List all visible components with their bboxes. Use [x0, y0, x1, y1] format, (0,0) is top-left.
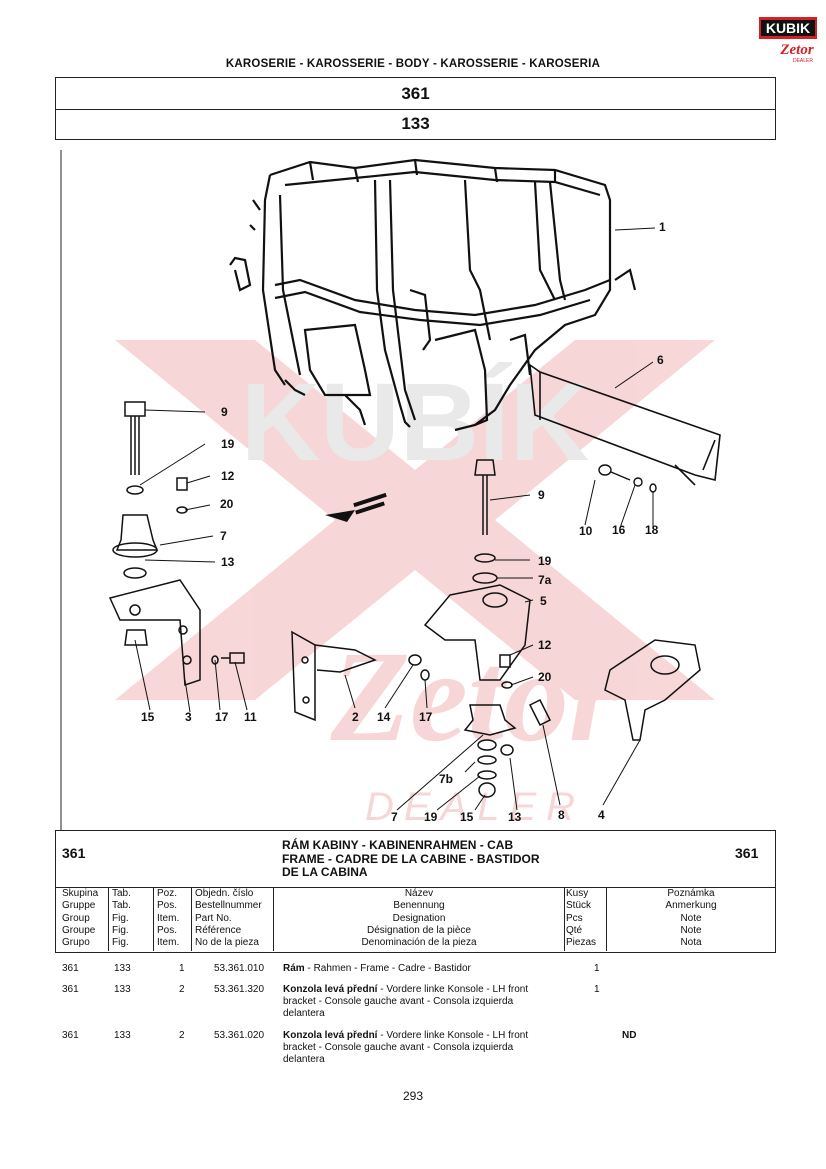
table-title-line-2: FRAME - CADRE DE LA CABINE - BASTIDOR [282, 851, 540, 866]
callout-15b: 15 [460, 810, 474, 824]
logo-dealer: DEALER [793, 58, 813, 64]
watermark-dealer: DEALER [365, 785, 585, 829]
callout-9a: 9 [221, 405, 228, 419]
callout-16: 16 [612, 523, 626, 537]
cab-frame-drawing [229, 158, 637, 432]
callout-13a: 13 [221, 555, 235, 569]
section-title: KAROSERIE - KAROSSERIE - BODY - KAROSSER… [225, 58, 601, 70]
callout-17a: 17 [215, 710, 229, 724]
col-header-poz: Poz.Pos.Item.Pos.Item. [157, 888, 180, 949]
callout-18: 18 [645, 523, 659, 537]
col-header-tab: Tab.Tab.Fig.Fig.Fig. [112, 888, 131, 949]
watermark: KUBÍK Zetor DEALER [115, 340, 715, 829]
exploded-diagram: KUBÍK Zetor DEALER [55, 140, 774, 830]
callout-8: 8 [558, 808, 565, 822]
small-bolt-drawing [598, 464, 657, 493]
col-sep [108, 888, 109, 951]
left-mount-drawing [108, 401, 245, 687]
table-group-left: 361 [62, 845, 86, 861]
callout-12b: 12 [538, 638, 552, 652]
table-group-right: 361 [735, 845, 759, 861]
callout-14: 14 [377, 710, 391, 724]
callout-13b: 13 [508, 810, 522, 824]
callout-7a: 7 [220, 529, 227, 543]
callout-2: 2 [352, 710, 359, 724]
col-sep [606, 888, 607, 951]
callout-11: 11 [244, 710, 257, 724]
logo-zetor: Zetor [779, 42, 813, 58]
table-title-line-1: RÁM KABINY - KABINENRAHMEN - CAB [282, 838, 514, 852]
callout-7b: 7b [439, 772, 453, 786]
watermark-zetor: Zetor [330, 625, 621, 769]
center-mount-drawing [408, 459, 552, 798]
table-header-divider [55, 887, 776, 888]
callout-19b: 19 [538, 554, 552, 568]
page-number: 293 [402, 1089, 424, 1103]
figure-number: 133 [55, 108, 776, 140]
col-sep [153, 888, 154, 951]
callout-labels: 1 6 9 19 12 20 7 13 10 16 18 9 19 7a 5 1… [141, 220, 666, 824]
table-title-line-3: DE LA CABINA [282, 865, 368, 879]
callout-4: 4 [598, 808, 605, 822]
callout-7c: 7 [391, 810, 398, 824]
callout-9b: 9 [538, 488, 545, 502]
watermark-kubik: KUBÍK [241, 361, 589, 484]
col-sep [564, 888, 565, 951]
col-sep [191, 888, 192, 951]
callout-7a-label: 7a [538, 573, 552, 587]
kubik-zetor-logo: KUBIK Zetor DEALER [757, 14, 819, 64]
table-row: 361 133 2 53.361.020 Konzola levá přední… [62, 1030, 637, 1065]
callout-12a: 12 [221, 469, 235, 483]
cross-member-drawing [529, 363, 721, 486]
callout-20b: 20 [538, 670, 552, 684]
callout-19c: 19 [424, 810, 438, 824]
callout-6: 6 [657, 353, 664, 367]
callout-19a: 19 [221, 437, 235, 451]
table-row: 361 133 1 53.361.010 Rám - Rahmen - Fram… [62, 963, 600, 974]
table-row: 361 133 2 53.361.320 Konzola levá přední… [62, 984, 600, 1019]
callout-5: 5 [540, 594, 547, 608]
callout-3: 3 [185, 710, 192, 724]
callout-10: 10 [579, 524, 593, 538]
group-number: 361 [55, 77, 776, 110]
bracket-2-drawing [291, 630, 377, 722]
table-title: RÁM KABINY - KABINENRAHMEN - CAB FRAME -… [282, 838, 540, 880]
logo-text: KUBIK [766, 20, 810, 36]
parts-table-frame [55, 830, 776, 953]
callout-17b: 17 [419, 710, 433, 724]
direction-arrow [325, 492, 387, 522]
callout-leaders [134, 227, 656, 811]
col-sep [273, 888, 274, 951]
bracket-4-drawing [604, 639, 701, 741]
callout-20a: 20 [220, 497, 234, 511]
callout-15a: 15 [141, 710, 155, 724]
callout-1: 1 [659, 220, 666, 234]
